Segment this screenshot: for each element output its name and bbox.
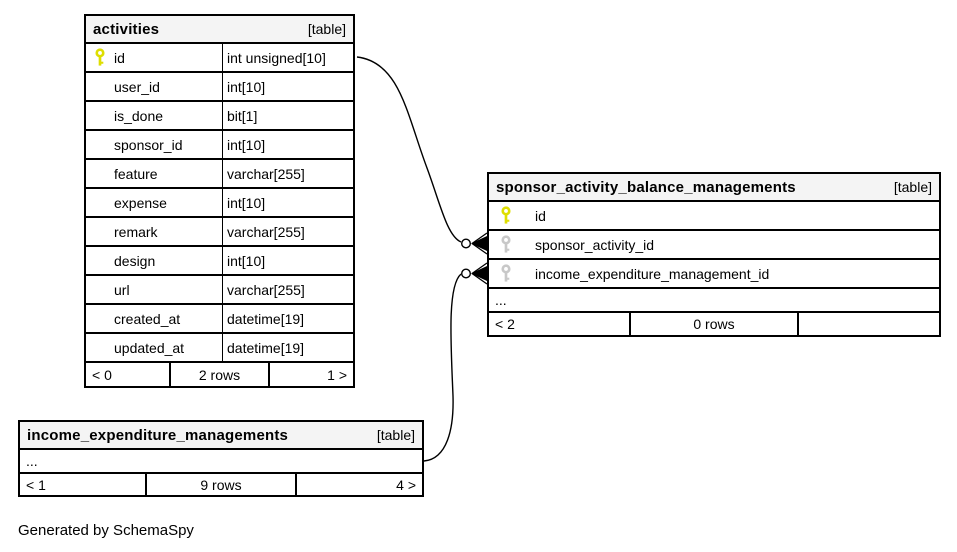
column-type: int unsigned[10]	[222, 44, 353, 71]
column-row: user_id int[10]	[86, 73, 353, 102]
children-count: 1 >	[327, 366, 347, 383]
table-activities: activities [table] id int unsigned[10] u…	[84, 14, 355, 388]
crow-foot-prong	[471, 242, 488, 255]
zero-or-many-circle	[461, 238, 472, 249]
column-type: varchar[255]	[222, 218, 353, 245]
column-row: id	[489, 202, 939, 231]
column-name: created_at	[114, 310, 181, 327]
table-type-tag: [table]	[893, 179, 932, 195]
table-footer: < 1 9 rows 4 >	[20, 474, 422, 495]
crow-foot-prong	[471, 262, 488, 275]
table-name-link[interactable]: income_expenditure_managements	[27, 426, 289, 444]
children-count	[799, 313, 939, 335]
column-row: id int unsigned[10]	[86, 44, 353, 73]
column-name: expense	[114, 194, 167, 211]
column-name: is_done	[114, 107, 164, 124]
column-row: sponsor_id int[10]	[86, 131, 353, 160]
column-type: datetime[19]	[222, 334, 353, 361]
column-type: datetime[19]	[222, 305, 353, 332]
table-header: sponsor_activity_balance_managements [ta…	[489, 174, 939, 202]
column-type: int[10]	[222, 247, 353, 274]
column-row: url varchar[255]	[86, 276, 353, 305]
column-row: updated_at datetime[19]	[86, 334, 353, 363]
foreign-key-icon	[501, 235, 511, 253]
column-name: user_id	[114, 78, 160, 95]
parents-count: < 2	[495, 316, 515, 332]
parents-count: < 0	[92, 366, 112, 383]
relationship-activities-to-sponsor-balance	[356, 56, 462, 243]
table-income-expenditure-managements: income_expenditure_managements [table] .…	[18, 420, 424, 497]
table-type-tag: [table]	[307, 21, 346, 37]
column-name: income_expenditure_management_id	[535, 265, 770, 282]
foreign-key-icon	[501, 264, 511, 282]
children-count: 4 >	[396, 476, 416, 493]
table-header: activities [table]	[86, 16, 353, 44]
column-name: url	[114, 281, 130, 298]
table-type-tag: [table]	[376, 427, 415, 443]
table-name-link[interactable]: sponsor_activity_balance_managements	[496, 178, 796, 196]
parents-count: < 1	[26, 476, 46, 493]
column-name: id	[535, 207, 546, 224]
column-type: int[10]	[222, 73, 353, 100]
crow-foot-prong	[471, 232, 488, 245]
primary-key-icon	[95, 48, 105, 66]
table-header: income_expenditure_managements [table]	[20, 422, 422, 450]
crow-foot-arrow	[471, 266, 487, 281]
hidden-columns-ellipsis: ...	[20, 450, 422, 474]
hidden-columns-ellipsis: ...	[489, 289, 939, 313]
crow-foot-prong	[471, 272, 488, 285]
table-name-link[interactable]: activities	[93, 20, 160, 38]
column-type: varchar[255]	[222, 276, 353, 303]
table-sponsor-activity-balance-managements: sponsor_activity_balance_managements [ta…	[487, 172, 941, 337]
column-name: sponsor_id	[114, 136, 183, 153]
zero-or-many-circle	[461, 268, 472, 279]
column-row: sponsor_activity_id	[489, 231, 939, 260]
table-footer: < 2 0 rows	[489, 313, 939, 335]
column-type: int[10]	[222, 189, 353, 216]
row-count: 9 rows	[145, 474, 297, 495]
column-name: feature	[114, 165, 158, 182]
row-count: 0 rows	[629, 313, 799, 335]
generated-by-note: Generated by SchemaSpy	[18, 522, 194, 539]
column-name: sponsor_activity_id	[535, 236, 655, 253]
column-row: feature varchar[255]	[86, 160, 353, 189]
row-count: 2 rows	[168, 363, 271, 386]
column-type: varchar[255]	[222, 160, 353, 187]
table-footer: < 0 2 rows 1 >	[86, 363, 353, 386]
column-row: is_done bit[1]	[86, 102, 353, 131]
column-row: income_expenditure_management_id	[489, 260, 939, 289]
column-name: id	[114, 49, 125, 66]
column-name: design	[114, 252, 156, 269]
column-name: updated_at	[114, 339, 185, 356]
primary-key-icon	[501, 206, 511, 224]
column-row: remark varchar[255]	[86, 218, 353, 247]
column-name: remark	[114, 223, 158, 240]
column-row: expense int[10]	[86, 189, 353, 218]
crow-foot-arrow	[471, 236, 487, 251]
relationship-income-expenditure-to-sponsor-balance	[423, 273, 462, 462]
column-row: design int[10]	[86, 247, 353, 276]
column-row: created_at datetime[19]	[86, 305, 353, 334]
column-type: int[10]	[222, 131, 353, 158]
column-type: bit[1]	[222, 102, 353, 129]
